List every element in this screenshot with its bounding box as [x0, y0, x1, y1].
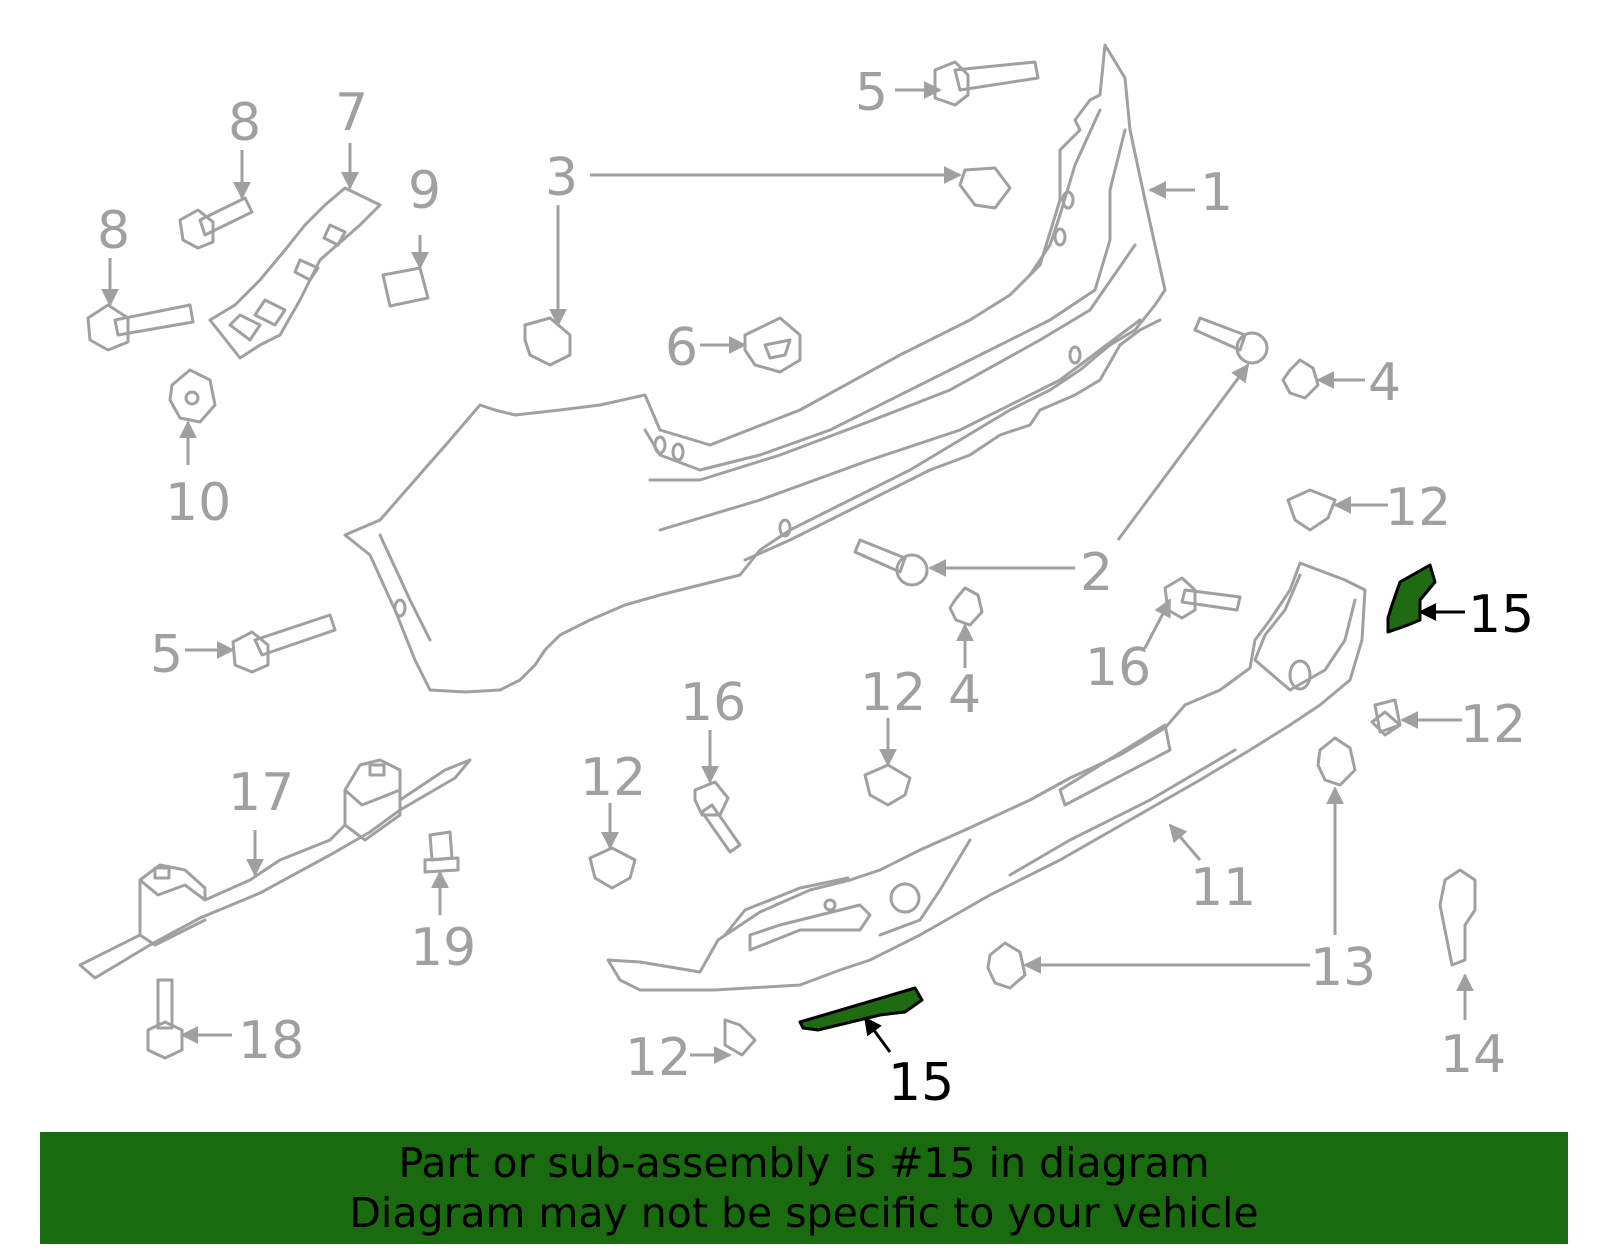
pad-part-9: [381, 266, 430, 308]
bumper-cover: [343, 43, 1167, 694]
callout-10: 10: [165, 473, 231, 533]
callout-5-left: 5: [150, 625, 183, 685]
highlighted-part-15-upper: [1386, 563, 1437, 634]
callout-16-right: 16: [1085, 638, 1151, 698]
callout-11: 11: [1190, 858, 1256, 918]
info-banner: Part or sub-assembly is #15 in diagram D…: [40, 1132, 1568, 1244]
parts-diagram: 1 2 3 4 4 5 5 6 7 8 8 9 10 11 12 12 12 1…: [78, 43, 1534, 1113]
callout-8-left: 8: [97, 201, 130, 261]
callout-12-e: 12: [625, 1028, 691, 1088]
callout-18: 18: [238, 1011, 304, 1071]
callout-1: 1: [1200, 163, 1233, 223]
callout-12-b: 12: [860, 663, 926, 723]
lower-bracket: [78, 758, 472, 980]
leader-lines: [101, 81, 1474, 1064]
callout-15-lower: 15: [888, 1053, 954, 1113]
callout-labels: 1 2 3 4 4 5 5 6 7 8 8 9 10 11 12 12 12 1…: [97, 63, 1534, 1113]
callout-8-top: 8: [228, 93, 261, 153]
callout-6: 6: [665, 318, 698, 378]
callout-12-a: 12: [1385, 478, 1451, 538]
callout-3: 3: [545, 148, 578, 208]
callout-16-mid: 16: [680, 673, 746, 733]
callout-14: 14: [1440, 1025, 1506, 1085]
callout-4-top: 4: [1368, 353, 1401, 413]
callout-17: 17: [228, 763, 294, 823]
callout-7: 7: [335, 83, 368, 143]
callout-19: 19: [410, 918, 476, 978]
callout-2: 2: [1080, 543, 1113, 603]
callout-13: 13: [1310, 938, 1376, 998]
callout-4-mid: 4: [948, 665, 981, 725]
banner-line-part: Part or sub-assembly is #15 in diagram: [398, 1139, 1210, 1187]
side-bracket: [208, 186, 382, 360]
callout-9: 9: [408, 161, 441, 221]
callout-5-top: 5: [855, 63, 888, 123]
highlighted-part-15-lower: [798, 986, 924, 1032]
banner-line-disclaimer: Diagram may not be specific to your vehi…: [349, 1189, 1259, 1237]
callout-15-upper: 15: [1468, 585, 1534, 645]
bumper-lower-reinforcement: [606, 561, 1367, 992]
callout-12-c: 12: [580, 748, 646, 808]
callout-12-d: 12: [1460, 695, 1526, 755]
